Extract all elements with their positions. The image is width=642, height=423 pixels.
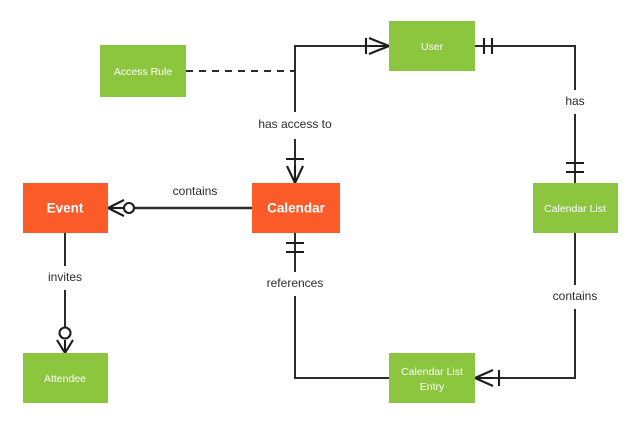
- connector-contains-list-entry: [475, 233, 576, 379]
- entity-user[interactable]: User: [389, 21, 475, 71]
- marker-calendar-top-many: [286, 157, 304, 184]
- entity-user-box[interactable]: [389, 21, 475, 71]
- entity-calendar-list-entry[interactable]: Calendar List Entry: [389, 353, 475, 403]
- entity-calendar-list-box[interactable]: [533, 183, 618, 233]
- entity-user-label: User: [421, 41, 444, 53]
- marker-calendar-list-top-one-one: [566, 161, 584, 174]
- entity-attendee-label: Attendee: [44, 373, 86, 385]
- marker-event-zero-many: [107, 199, 136, 217]
- entity-event-label: Event: [47, 201, 84, 216]
- relationship-label-contains-list-entry: contains: [553, 289, 598, 303]
- entity-event[interactable]: Event: [23, 183, 108, 233]
- marker-attendee-zero-many: [56, 326, 74, 354]
- line-down-to-cle-right: [475, 309, 576, 379]
- relationship-label-contains-event-calendar: contains: [173, 184, 218, 198]
- entity-calendar-label: Calendar: [267, 201, 326, 216]
- entity-calendar-list-entry-box[interactable]: [389, 353, 475, 403]
- entity-calendar-list-entry-label-line2: Entry: [420, 381, 445, 393]
- entity-access-rule[interactable]: Access Rule: [100, 45, 186, 97]
- entity-access-rule-label: Access Rule: [114, 66, 173, 78]
- entity-calendar[interactable]: Calendar: [252, 183, 340, 233]
- marker-user-left-many: [364, 37, 390, 55]
- entity-event-box[interactable]: [23, 183, 108, 233]
- entity-calendar-list-entry-label-line1: Calendar List: [401, 366, 463, 378]
- marker-user-right-one-one: [482, 38, 494, 54]
- entity-attendee-box[interactable]: [23, 353, 108, 403]
- entity-attendee[interactable]: Attendee: [23, 353, 108, 403]
- relationship-label-has-access-to: has access to: [258, 117, 332, 131]
- marker-cle-right-many-one: [474, 369, 501, 387]
- entity-calendar-box[interactable]: [252, 183, 340, 233]
- entity-access-rule-box[interactable]: [100, 45, 186, 97]
- connector-has-access-to: [294, 45, 389, 183]
- relationship-label-invites: invites: [48, 270, 82, 284]
- line-user-right-to-down: [475, 45, 576, 90]
- entity-calendar-list[interactable]: Calendar List: [533, 183, 618, 233]
- connector-has: [475, 45, 576, 183]
- relationship-label-references: references: [267, 276, 324, 290]
- marker-calendar-bottom-one-one: [286, 241, 304, 254]
- entity-calendar-list-label: Calendar List: [544, 203, 606, 215]
- relationship-label-has: has: [565, 94, 584, 108]
- connector-references: [294, 233, 389, 379]
- line-down-to-cle: [294, 296, 389, 379]
- line-user-to-junction: [294, 45, 389, 112]
